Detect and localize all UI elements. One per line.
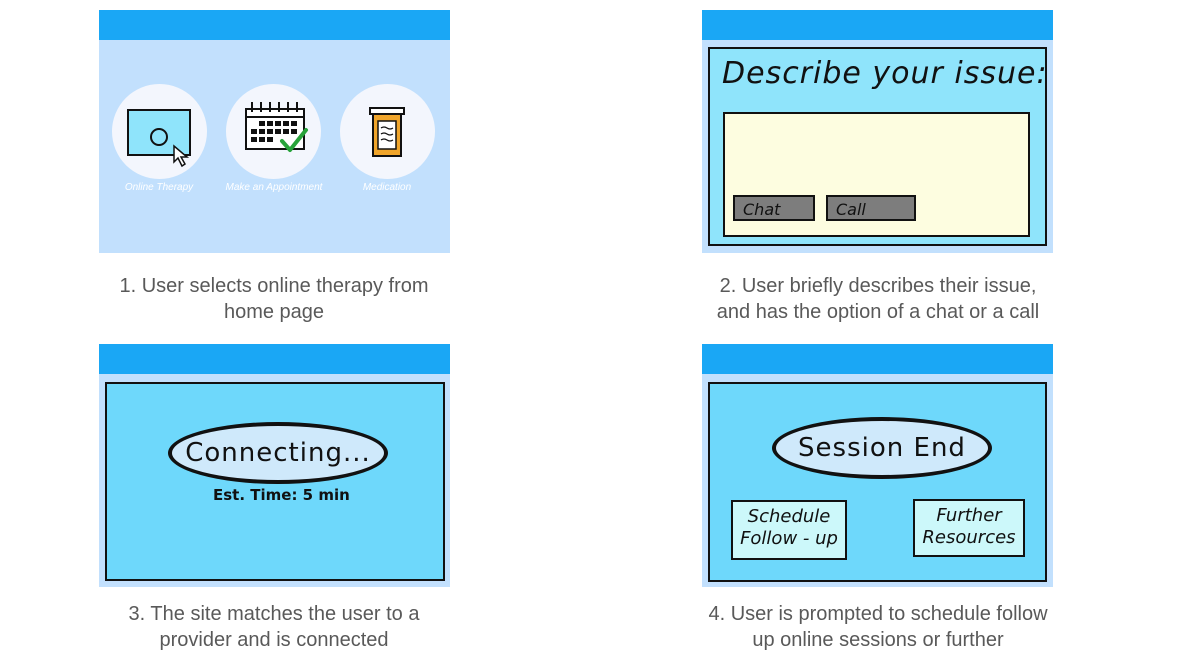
header-bar [702, 344, 1053, 374]
caption-line: and has the option of a chat or a call [716, 301, 1040, 323]
button-line: Follow - up [740, 528, 838, 549]
online-therapy-label: Online Therapy [124, 182, 194, 193]
storyboard-frame-connecting: Connecting... Est. Time: 5 min [99, 344, 450, 587]
further-resources-button[interactable]: Further Resources [913, 499, 1025, 557]
pill-bottle-icon [369, 107, 405, 157]
describe-title: Describe your issue: [722, 56, 1048, 91]
caption-line: up online sessions or further [752, 629, 1004, 651]
chat-button[interactable]: Chat [733, 195, 815, 221]
online-therapy-option[interactable] [112, 84, 207, 179]
caption-step-2: 2. User briefly describes their issue, a… [678, 273, 1078, 325]
session-end-status: Session End [772, 417, 992, 479]
connecting-status: Connecting... [168, 422, 388, 484]
appointment-label: Make an Appointment [225, 182, 323, 193]
caption-line: 4. User is prompted to schedule follow [708, 603, 1048, 625]
caption-line: 3. The site matches the user to a [128, 603, 420, 625]
caption-line: home page [223, 301, 325, 323]
monitor-cursor-icon [127, 109, 191, 168]
header-bar [702, 10, 1053, 40]
caption-step-4: 4. User is prompted to schedule follow u… [678, 601, 1078, 653]
header-bar [99, 10, 450, 40]
storyboard-frame-home: Online Therapy Make an Appointment Medic… [99, 10, 450, 253]
storyboard-frame-session-end: Session End Schedule Follow - up Further… [702, 344, 1053, 587]
medication-option[interactable] [340, 84, 435, 179]
session-end-text: Session End [798, 433, 966, 463]
estimated-time: Est. Time: 5 min [213, 486, 350, 504]
caption-line: 1. User selects online therapy from [119, 275, 429, 297]
button-line: Resources [922, 527, 1016, 548]
schedule-follow-up-button[interactable]: Schedule Follow - up [731, 500, 847, 560]
header-bar [99, 344, 450, 374]
button-line: Schedule [747, 506, 831, 527]
appointment-option[interactable] [226, 84, 321, 179]
caption-step-3: 3. The site matches the user to a provid… [74, 601, 474, 653]
medication-label: Medication [362, 182, 412, 193]
calendar-check-icon [245, 102, 308, 152]
storyboard-frame-describe: Describe your issue: Chat Call [702, 10, 1053, 253]
connecting-text: Connecting... [185, 438, 371, 468]
caption-step-1: 1. User selects online therapy from home… [74, 273, 474, 325]
caption-line: provider and is connected [159, 629, 389, 651]
call-button[interactable]: Call [826, 195, 916, 221]
button-line: Further [936, 505, 1002, 526]
caption-line: 2. User briefly describes their issue, [719, 275, 1037, 297]
